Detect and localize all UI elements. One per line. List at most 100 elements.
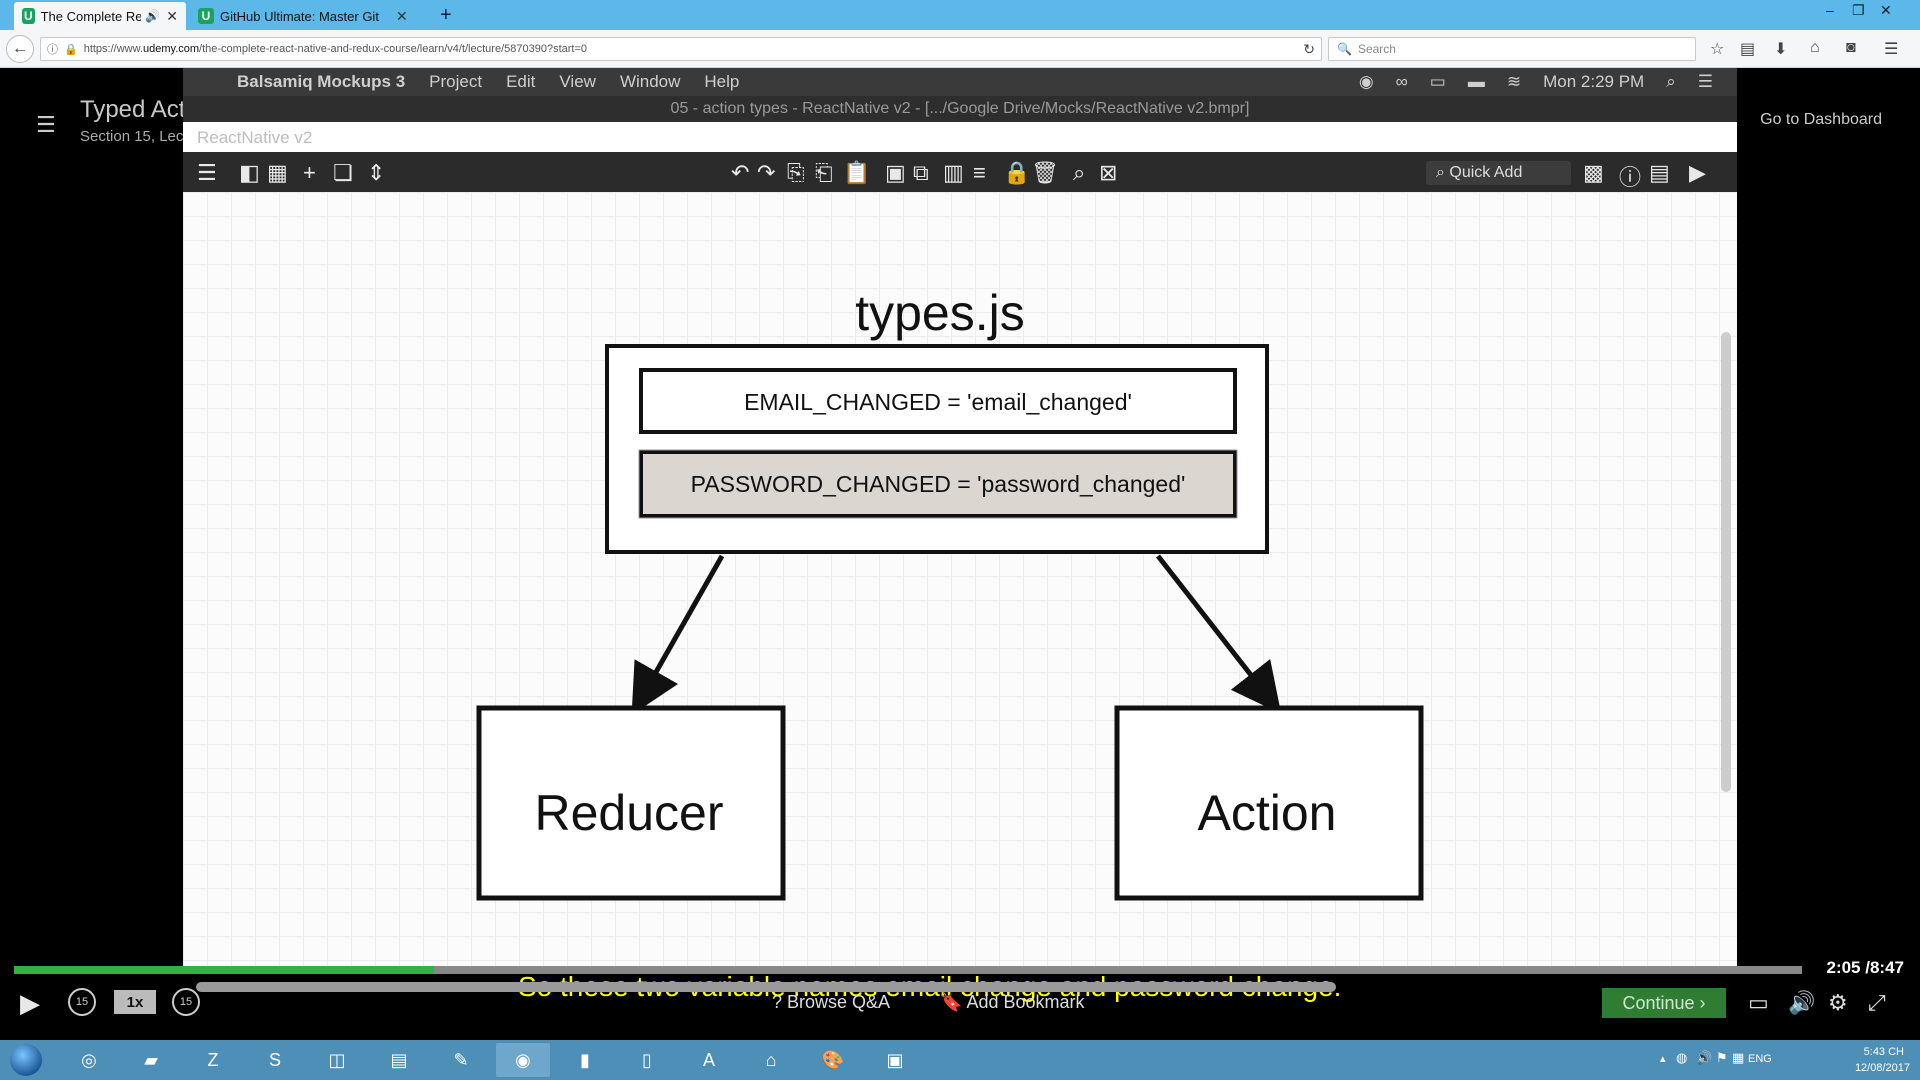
rewind-15-button[interactable]: 15 xyxy=(68,988,96,1016)
search-placeholder: Search xyxy=(1357,42,1396,56)
download-icon[interactable]: ⬇ xyxy=(1774,41,1788,58)
tray-expand-icon[interactable]: ▴ xyxy=(1660,1053,1666,1065)
password-changed-text: PASSWORD_CHANGED = 'password_changed' xyxy=(691,471,1186,497)
grid-view-icon: ▦ xyxy=(267,160,288,185)
taskbar-clock-date[interactable]: 12/08/2017 xyxy=(1854,1062,1910,1074)
project-name: ReactNative v2 xyxy=(197,128,313,147)
airplay-icon: ▭ xyxy=(1429,72,1446,91)
reading-list-icon[interactable]: ▤ xyxy=(1740,41,1756,58)
system-tray: ▴ ◍ 🔊 ⚑ ▦ ENG 5:43 CH 12/08/2017 xyxy=(1660,1040,1920,1080)
android-studio-taskbar-icon[interactable]: A xyxy=(702,1049,715,1070)
close-window-icon[interactable]: ✕ xyxy=(1880,2,1892,18)
player-controls: ▶ 15 1x 15 ? Browse Q&A 🔖 Add Bookmark C… xyxy=(0,984,1920,1032)
glasses-icon: ∞ xyxy=(1395,72,1408,91)
current-time: 2:05 xyxy=(1826,958,1861,977)
device-taskbar-icon[interactable]: ▯ xyxy=(642,1049,652,1070)
presentation-icon: ▶ xyxy=(1689,160,1706,185)
home-icon[interactable]: ⌂ xyxy=(1810,39,1820,56)
action-box xyxy=(1114,705,1424,901)
help-circle-icon: ? xyxy=(772,992,783,1012)
course-menu-icon[interactable]: ☰ xyxy=(36,112,56,137)
house-taskbar-icon[interactable]: ⌂ xyxy=(765,1049,777,1070)
windows-taskbar: ◎ ▰ Z S ◫ ▤ ✎ ◉ ▮ ▯ A ⌂ 🎨 ▣ ▴ ◍ 🔊 ⚑ ▦ EN… xyxy=(0,1040,1920,1080)
forward-15-button[interactable]: 15 xyxy=(172,988,200,1016)
quick-add-field: ⌕ Quick Add xyxy=(1426,161,1571,185)
tray-network-icon[interactable]: ▦ xyxy=(1732,1050,1745,1065)
reducer-label: Reducer xyxy=(535,785,724,841)
mac-menu-item: Window xyxy=(619,72,681,91)
minimize-icon[interactable]: – xyxy=(1826,2,1834,18)
new-tab-icon[interactable]: + xyxy=(440,4,452,26)
canvas-vertical-scrollbar xyxy=(1721,332,1731,792)
lock-icon: 🔒 xyxy=(1003,160,1031,185)
notepad-taskbar-icon[interactable]: ✎ xyxy=(453,1049,469,1070)
restore-icon[interactable]: ❐ xyxy=(1852,2,1865,18)
back-button[interactable]: ← xyxy=(6,35,34,63)
paint-taskbar-icon[interactable]: 🎨 xyxy=(821,1049,845,1070)
mac-menu-item: Help xyxy=(704,72,740,91)
browse-qa-button[interactable]: ? Browse Q&A xyxy=(772,992,890,1013)
chrome-taskbar-icon[interactable]: ◎ xyxy=(81,1049,97,1070)
mac-app-name: Balsamiq Mockups 3 xyxy=(237,72,406,91)
tray-app-icon[interactable]: ◍ xyxy=(1676,1050,1688,1065)
close-tab-icon[interactable]: ✕ xyxy=(396,7,408,24)
copy-icon: ⎘ xyxy=(787,160,805,185)
windows-orb-icon xyxy=(10,1044,42,1076)
email-changed-text: EMAIL_CHANGED = 'email_changed' xyxy=(744,389,1132,415)
single-view-icon: ◧ xyxy=(239,160,260,185)
search-input[interactable]: 🔍 Search xyxy=(1328,37,1696,61)
input-language[interactable]: ENG xyxy=(1748,1053,1772,1065)
continue-button[interactable]: Continue › xyxy=(1602,988,1726,1018)
info-icon[interactable]: ⓘ xyxy=(47,44,58,56)
bookmark-star-icon[interactable]: ☆ xyxy=(1710,41,1725,58)
video-frame[interactable]: Balsamiq Mockups 3 Project Edit View Win… xyxy=(183,68,1737,968)
mac-menu-item: View xyxy=(559,72,596,91)
video-progress-bar[interactable] xyxy=(14,966,1802,974)
record-icon: ◉ xyxy=(1358,72,1374,91)
app-taskbar-icon[interactable]: ◫ xyxy=(328,1049,346,1070)
firefox-taskbar-icon[interactable]: ◉ xyxy=(496,1043,550,1077)
taskbar-clock-time[interactable]: 5:43 CH xyxy=(1863,1046,1904,1058)
tab-github-course[interactable]: U GitHub Ultimate: Master Git ✕ xyxy=(190,2,430,30)
skype-taskbar-icon[interactable]: S xyxy=(268,1049,281,1070)
mockup-canvas: types.js EMAIL_CHANGED = 'email_changed'… xyxy=(183,192,1737,968)
tray-volume-icon[interactable]: 🔊 xyxy=(1696,1050,1713,1065)
add-bookmark-button[interactable]: 🔖 Add Bookmark xyxy=(940,992,1085,1013)
diagram-title: types.js xyxy=(855,285,1025,341)
zalo-taskbar-icon[interactable]: Z xyxy=(207,1049,219,1070)
url-prefix: https://www. xyxy=(83,43,143,55)
tab-title: GitHub Ultimate: Master Git xyxy=(220,8,379,24)
close-tab-icon[interactable]: ✕ xyxy=(166,7,178,24)
play-button[interactable]: ▶ xyxy=(20,988,40,1018)
hamburger-menu-icon: ☰ xyxy=(197,160,217,185)
arrow-to-reducer xyxy=(631,554,725,716)
url-bar[interactable]: ⓘ 🔒 https://www.udemy.com/the-complete-r… xyxy=(40,37,1322,61)
fit-icon: ⊠ xyxy=(1099,160,1118,185)
captions-icon[interactable]: ▭ xyxy=(1748,990,1769,1015)
go-to-dashboard-link[interactable]: Go to Dashboard xyxy=(1760,111,1882,128)
start-button[interactable] xyxy=(4,1043,48,1077)
video-player: ☰ Typed Actions Section 15, Lecture 112 … xyxy=(0,68,1920,1040)
tab-title: The Complete React Nat xyxy=(40,8,142,24)
mac-menu-item: Project xyxy=(429,72,483,91)
align-icon: ≡ xyxy=(973,160,986,185)
speaker-icon[interactable]: 🔊 xyxy=(145,9,161,23)
tab-udemy-course[interactable]: U The Complete React Nat 🔊 ✕ xyxy=(14,2,186,30)
video-time: 2:05 /8:47 xyxy=(1826,958,1904,978)
volume-icon[interactable]: 🔊 xyxy=(1788,990,1816,1015)
tray-flag-icon[interactable]: ⚑ xyxy=(1716,1050,1728,1065)
ui-library-icon: ▩ xyxy=(1583,160,1604,185)
pocket-icon[interactable]: ◙ xyxy=(1846,39,1856,56)
zoom-icon: ⌕ xyxy=(1073,160,1086,185)
screen-taskbar-icon[interactable]: ▣ xyxy=(886,1049,904,1070)
fullscreen-icon[interactable]: ⤢ xyxy=(1868,990,1886,1015)
playback-speed-button[interactable]: 1x xyxy=(114,990,156,1014)
terminal-taskbar-icon[interactable]: ▮ xyxy=(580,1049,590,1070)
hamburger-menu-icon[interactable]: ☰ xyxy=(1884,41,1899,58)
folder-taskbar-icon[interactable]: ▰ xyxy=(144,1049,158,1070)
canvas-horizontal-scrollbar xyxy=(196,982,1336,992)
explorer-taskbar-icon[interactable]: ▤ xyxy=(390,1049,408,1070)
undo-icon: ↶ xyxy=(731,160,750,185)
reload-icon[interactable]: ↻ xyxy=(1303,41,1315,57)
settings-gear-icon[interactable]: ⚙ xyxy=(1828,990,1848,1015)
